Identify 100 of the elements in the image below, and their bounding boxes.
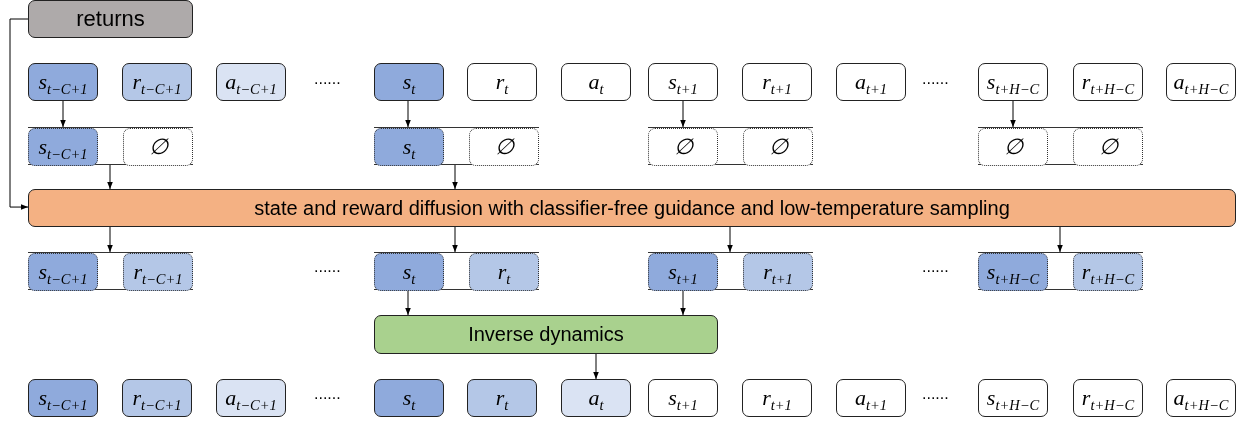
token-pair-box [374, 252, 539, 290]
token-label: a$_{t+1}$ [854, 71, 888, 93]
arrow [405, 289, 411, 316]
token-box [122, 63, 192, 101]
token-label: r$_{t−C+1}$ [133, 261, 183, 283]
arrow [593, 353, 599, 380]
token-label: a$_{t−C+1}$ [225, 387, 277, 409]
token-label: s$_{t}$ [402, 261, 416, 283]
box-label: returns [76, 6, 145, 32]
token-label: a$_{t+1}$ [854, 387, 888, 409]
token-label: s$_{t−C+1}$ [38, 71, 88, 93]
token-label: a$_{t+H−C}$ [1173, 71, 1229, 93]
token-box [28, 379, 98, 417]
token-label: s$_{t}$ [402, 387, 416, 409]
arrow [107, 164, 113, 190]
token-box [467, 379, 537, 417]
token-box [648, 379, 718, 417]
token-box [1073, 63, 1143, 101]
token-label: s$_{t+H−C}$ [986, 71, 1040, 93]
box-label: Inverse dynamics [468, 323, 624, 346]
token-label: a$_{t}$ [588, 387, 604, 409]
token-label: r$_{t}$ [497, 261, 511, 283]
token-pair-box [28, 252, 193, 290]
token-box [28, 253, 98, 291]
token-box [374, 63, 444, 101]
token-box [1073, 128, 1143, 166]
token-label: s$_{t−C+1}$ [38, 261, 88, 283]
token-box [561, 379, 631, 417]
arrow [60, 100, 66, 128]
token-label: s$_{t+1}$ [668, 261, 698, 283]
arrow [1057, 226, 1063, 253]
box-label: state and reward diffusion with classifier-free guidance and low-temperature sampling [254, 196, 1010, 220]
token-box [28, 128, 98, 166]
arrow [452, 226, 458, 253]
token-label: s$_{t+1}$ [668, 71, 698, 93]
ellipsis-label: ...... [922, 385, 949, 403]
token-box [216, 63, 286, 101]
token-pair-box [648, 127, 813, 165]
token-label: a$_{t+H−C}$ [1173, 387, 1229, 409]
token-box [978, 63, 1048, 101]
token-box [648, 63, 718, 101]
token-label: ∅ [494, 136, 514, 158]
token-label: ∅ [768, 136, 788, 158]
token-box [742, 379, 812, 417]
token-box [374, 253, 444, 291]
token-label: r$_{t}$ [495, 71, 509, 93]
token-pair-box [978, 127, 1143, 165]
inverse-dynamics-box [374, 315, 718, 354]
token-label: s$_{t+H−C}$ [986, 387, 1040, 409]
arrow [1010, 100, 1016, 128]
token-label: s$_{t}$ [402, 71, 416, 93]
ellipsis-label: ...... [314, 70, 341, 88]
token-box [469, 253, 539, 291]
ellipsis-label: ...... [922, 70, 949, 88]
arrow [107, 226, 113, 253]
token-label: r$_{t+1}$ [762, 387, 792, 409]
token-label: r$_{t}$ [495, 387, 509, 409]
token-box [1166, 63, 1236, 101]
token-box [374, 128, 444, 166]
token-label: ∅ [1098, 136, 1118, 158]
token-label: ∅ [1003, 136, 1023, 158]
token-box [561, 63, 631, 101]
token-box [978, 128, 1048, 166]
token-label: r$_{t+H−C}$ [1081, 261, 1135, 283]
token-label: ∅ [148, 136, 168, 158]
token-label: s$_{t+H−C}$ [986, 261, 1040, 283]
token-label: r$_{t+H−C}$ [1081, 387, 1135, 409]
token-pair-box [978, 252, 1143, 290]
token-box [648, 253, 718, 291]
token-pair-box [648, 252, 813, 290]
token-box [836, 63, 906, 101]
token-box [978, 253, 1048, 291]
token-label: ∅ [673, 136, 693, 158]
token-box [1073, 379, 1143, 417]
arrow [405, 100, 411, 128]
token-label: r$_{t+1}$ [763, 261, 793, 283]
token-label: r$_{t−C+1}$ [132, 71, 182, 93]
input-box [28, 0, 193, 38]
arrow [727, 226, 733, 253]
token-box [374, 379, 444, 417]
token-box [1166, 379, 1236, 417]
token-label: r$_{t−C+1}$ [132, 387, 182, 409]
token-box [216, 379, 286, 417]
token-box [743, 128, 813, 166]
diffusion-model-box [28, 189, 1236, 227]
token-box [978, 379, 1048, 417]
token-label: s$_{t−C+1}$ [38, 136, 88, 158]
token-box [648, 128, 718, 166]
ellipsis-label: ...... [314, 385, 341, 403]
token-box [467, 63, 537, 101]
token-box [122, 379, 192, 417]
token-label: a$_{t}$ [588, 71, 604, 93]
token-box [28, 63, 98, 101]
ellipsis-label: ...... [314, 258, 341, 276]
token-label: s$_{t}$ [402, 136, 416, 158]
arrow [680, 100, 686, 128]
token-box [743, 253, 813, 291]
token-label: r$_{t+1}$ [762, 71, 792, 93]
token-box [123, 128, 193, 166]
token-box [1073, 253, 1143, 291]
